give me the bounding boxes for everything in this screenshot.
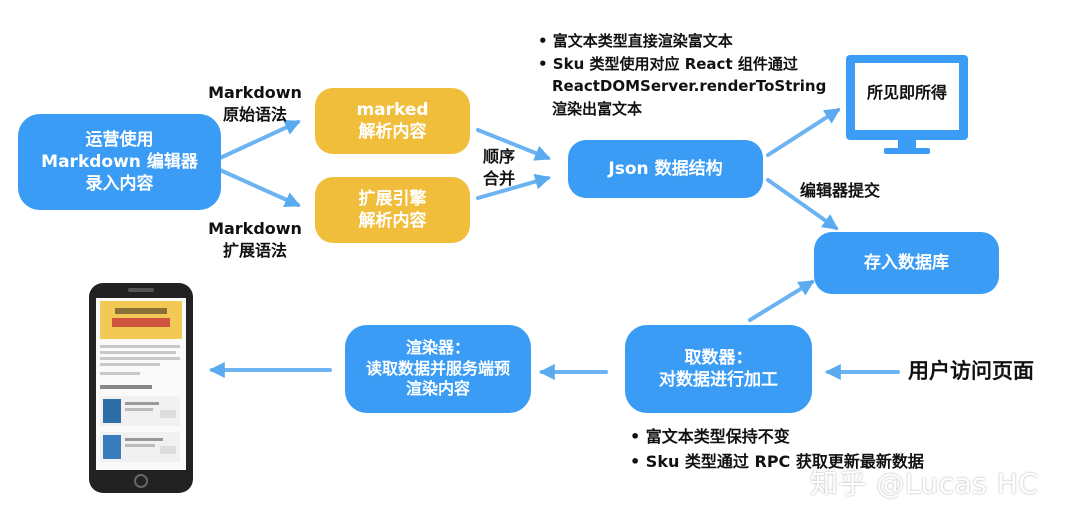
arrow-fetch-to-store <box>748 280 815 322</box>
monitor-icon <box>846 55 968 154</box>
fetch-line-1: 取数器： <box>684 347 753 368</box>
json-node: Json 数据结构 <box>568 140 763 198</box>
phone-icon <box>89 283 193 493</box>
arrow-json-to-store <box>766 178 839 230</box>
note-top-3: ReactDOMServer.renderToString <box>552 77 827 95</box>
render-line-3: 渲染内容 <box>405 379 470 399</box>
label-user-visit: 用户访问页面 <box>908 359 1034 383</box>
arrow-json-to-monitor <box>766 108 841 157</box>
ext-engine-node: 扩展引擎 解析内容 <box>315 177 470 243</box>
label-merge: 顺序 合并 <box>482 147 515 188</box>
editor-node: 运营使用 Markdown 编辑器 录入内容 <box>18 114 221 210</box>
notes-bottom: • 富文本类型保持不变 • Sku 类型通过 RPC 获取更新最新数据 <box>630 425 924 475</box>
arrow-editor-to-marked <box>218 120 301 160</box>
store-line-1: 存入数据库 <box>864 252 949 273</box>
marked-line-1: marked <box>356 99 429 120</box>
render-line-1: 渲染器： <box>405 337 470 357</box>
note-bottom-1: • 富文本类型保持不变 <box>630 427 790 446</box>
label-md-ext: Markdown 扩展语法 <box>208 219 302 260</box>
ext-line-2: 解析内容 <box>358 211 427 231</box>
note-top-4: 渲染出富文本 <box>552 99 643 118</box>
note-bottom-2: • Sku 类型通过 RPC 获取更新最新数据 <box>630 451 924 471</box>
marked-line-2: 解析内容 <box>358 122 427 142</box>
marked-node: marked 解析内容 <box>315 88 470 154</box>
fetch-line-2: 对数据进行加工 <box>659 370 778 390</box>
ext-line-1: 扩展引擎 <box>358 188 427 209</box>
render-node: 渲染器： 读取数据并服务端预 渲染内容 <box>345 325 531 413</box>
render-line-2: 读取数据并服务端预 <box>365 358 510 378</box>
label-wysiwyg: 所见即所得 <box>866 83 947 102</box>
notes-top: • 富文本类型直接渲染富文本 • Sku 类型使用对应 React 组件通过 R… <box>538 30 826 120</box>
store-node: 存入数据库 <box>814 232 999 294</box>
arrow-editor-to-ext <box>218 168 301 208</box>
note-top-2: • Sku 类型使用对应 React 组件通过 <box>538 54 798 73</box>
fetch-node: 取数器： 对数据进行加工 <box>625 325 812 413</box>
editor-line-2: Markdown 编辑器 <box>41 151 198 172</box>
editor-line-3: 录入内容 <box>85 174 154 195</box>
label-submit: 编辑器提交 <box>800 181 881 200</box>
note-top-1: • 富文本类型直接渲染富文本 <box>538 32 733 50</box>
watermark: 知乎 @Lucas HC <box>810 467 1039 500</box>
arrow-marked-to-json <box>476 128 551 161</box>
label-md-raw: Markdown 原始语法 <box>208 83 302 124</box>
arrow-ext-to-json <box>476 173 552 200</box>
json-line-1: Json 数据结构 <box>608 158 723 179</box>
editor-line-1: 运营使用 <box>85 129 154 150</box>
